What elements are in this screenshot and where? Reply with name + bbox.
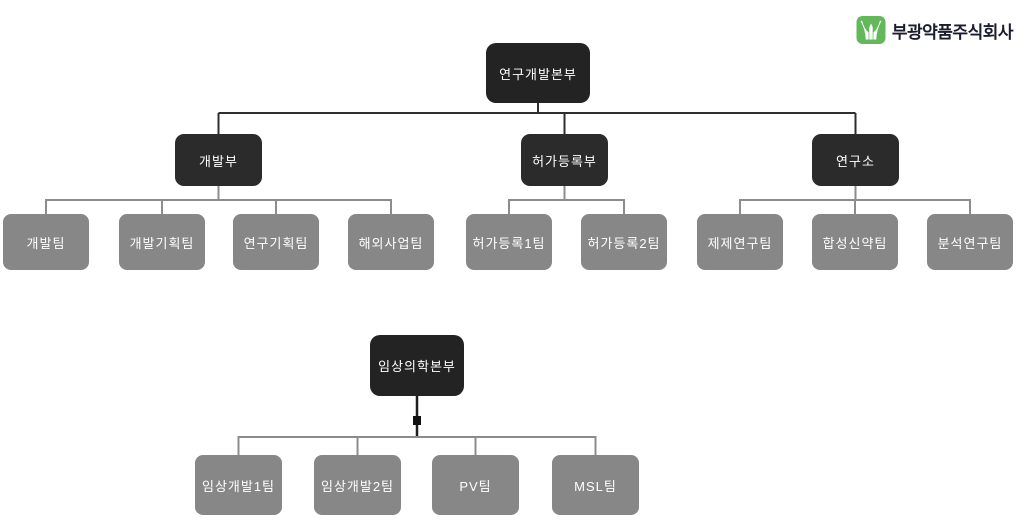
node-clinical-medicine-headquarters: 임상의학본부 bbox=[370, 335, 464, 396]
node-clinical-dev-team-1: 임상개발1팀 bbox=[195, 455, 282, 515]
node-overseas-business-team: 해외사업팀 bbox=[348, 214, 434, 270]
node-pv-team: PV팀 bbox=[432, 455, 519, 515]
node-clinical-dev-team-2: 임상개발2팀 bbox=[314, 455, 401, 515]
node-development-planning-team: 개발기획팀 bbox=[119, 214, 205, 270]
node-analysis-research-team: 분석연구팀 bbox=[927, 214, 1013, 270]
node-development-team: 개발팀 bbox=[3, 214, 89, 270]
node-msl-team: MSL팀 bbox=[552, 455, 639, 515]
node-development-dept: 개발부 bbox=[175, 134, 262, 186]
node-rnd-headquarters: 연구개발본부 bbox=[486, 43, 590, 103]
node-licensing-team-1: 허가등록1팀 bbox=[466, 214, 552, 270]
node-licensing-registration-dept: 허가등록부 bbox=[521, 134, 608, 186]
bukwang-logo-icon bbox=[856, 16, 886, 44]
node-research-institute: 연구소 bbox=[812, 134, 899, 186]
collapse-marker bbox=[413, 416, 421, 425]
company-logo: 부광약품주식회사 bbox=[856, 15, 1014, 45]
company-logo-text: 부광약품주식회사 bbox=[891, 22, 1014, 42]
node-synthetic-drug-team: 합성신약팀 bbox=[812, 214, 898, 270]
node-research-planning-team: 연구기획팀 bbox=[233, 214, 319, 270]
node-licensing-team-2: 허가등록2팀 bbox=[581, 214, 667, 270]
node-formulation-research-team: 제제연구팀 bbox=[697, 214, 783, 270]
